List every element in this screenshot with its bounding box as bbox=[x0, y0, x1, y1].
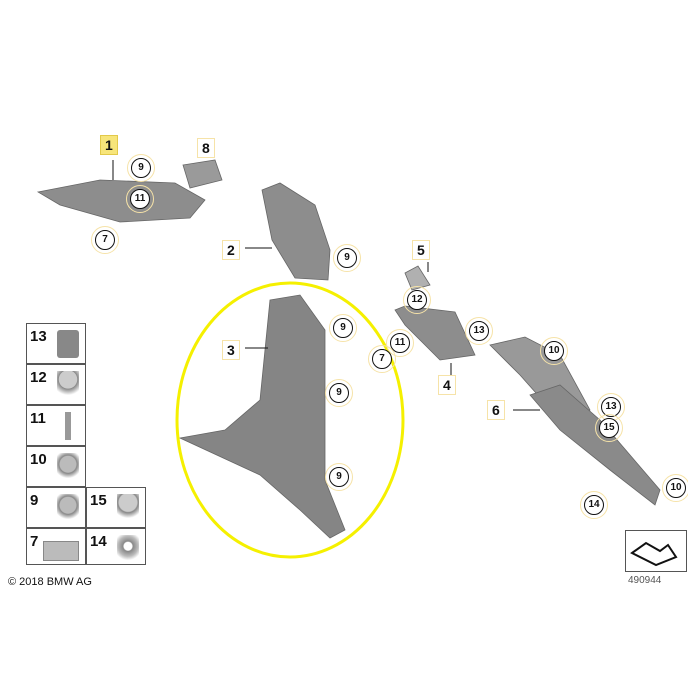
part-label-6[interactable]: 6 bbox=[487, 400, 505, 420]
legend-number: 10 bbox=[30, 451, 47, 468]
callout-9[interactable]: 9 bbox=[127, 154, 155, 182]
legend-number: 14 bbox=[90, 533, 107, 550]
part-label-3[interactable]: 3 bbox=[222, 340, 240, 360]
legend-cell-15[interactable]: 15 bbox=[86, 487, 146, 528]
legend-number: 7 bbox=[30, 533, 39, 550]
part-label-4[interactable]: 4 bbox=[438, 375, 456, 395]
part-label-5[interactable]: 5 bbox=[412, 240, 430, 260]
part-label-8[interactable]: 8 bbox=[197, 138, 215, 158]
legend-cell-11[interactable]: 11 bbox=[26, 405, 86, 446]
bolt-icon bbox=[65, 412, 71, 440]
push-rivet-icon bbox=[117, 494, 139, 522]
part-5-cover bbox=[404, 265, 431, 291]
orientation-arrow-box bbox=[625, 530, 687, 572]
legend-number: 12 bbox=[30, 369, 47, 386]
legend-number: 11 bbox=[30, 410, 46, 427]
legend-number: 15 bbox=[90, 492, 107, 509]
part-2-trim bbox=[261, 182, 331, 281]
part-label-2[interactable]: 2 bbox=[222, 240, 240, 260]
legend-cell-12[interactable]: 12 bbox=[26, 364, 86, 405]
callout-10[interactable]: 10 bbox=[662, 474, 688, 502]
highlight-ellipse bbox=[175, 281, 405, 559]
callout-15[interactable]: 15 bbox=[595, 414, 623, 442]
rivet-icon bbox=[57, 453, 79, 481]
part-8-bracket bbox=[182, 159, 223, 189]
part-6-c-pillar bbox=[529, 384, 661, 506]
legend-number: 13 bbox=[30, 328, 47, 345]
part-3-b-pillar bbox=[178, 294, 346, 539]
callout-13[interactable]: 13 bbox=[597, 393, 625, 421]
callout-9[interactable]: 9 bbox=[325, 379, 353, 407]
legend-cell-9[interactable]: 9 bbox=[26, 487, 86, 528]
callout-11[interactable]: 11 bbox=[386, 329, 414, 357]
callout-9[interactable]: 9 bbox=[329, 314, 357, 342]
part-1-trim bbox=[36, 179, 206, 223]
clip-icon bbox=[57, 330, 79, 358]
legend-cell-7[interactable]: 7 bbox=[26, 528, 86, 565]
callout-14[interactable]: 14 bbox=[580, 491, 608, 519]
legend-number: 9 bbox=[30, 492, 39, 509]
diagram-number: 490944 bbox=[628, 575, 662, 586]
callout-7[interactable]: 7 bbox=[91, 226, 119, 254]
callout-7[interactable]: 7 bbox=[368, 345, 396, 373]
screw-icon bbox=[57, 371, 79, 399]
callout-10[interactable]: 10 bbox=[540, 337, 568, 365]
part-label-1[interactable]: 1 bbox=[100, 135, 118, 155]
cap-icon bbox=[43, 541, 79, 561]
legend-cell-13[interactable]: 13 bbox=[26, 323, 86, 364]
copyright: © 2018 BMW AG bbox=[8, 576, 92, 588]
part-4-panel bbox=[394, 305, 476, 361]
legend-cell-10[interactable]: 10 bbox=[26, 446, 86, 487]
callout-13[interactable]: 13 bbox=[465, 317, 493, 345]
direction-arrow-icon bbox=[630, 541, 678, 567]
callout-9[interactable]: 9 bbox=[325, 463, 353, 491]
callout-11[interactable]: 11 bbox=[126, 185, 154, 213]
callout-9[interactable]: 9 bbox=[333, 244, 361, 272]
legend-cell-14[interactable]: 14 bbox=[86, 528, 146, 565]
callout-12[interactable]: 12 bbox=[403, 286, 431, 314]
clip-icon bbox=[57, 494, 79, 522]
washer-screw-icon bbox=[117, 535, 139, 563]
